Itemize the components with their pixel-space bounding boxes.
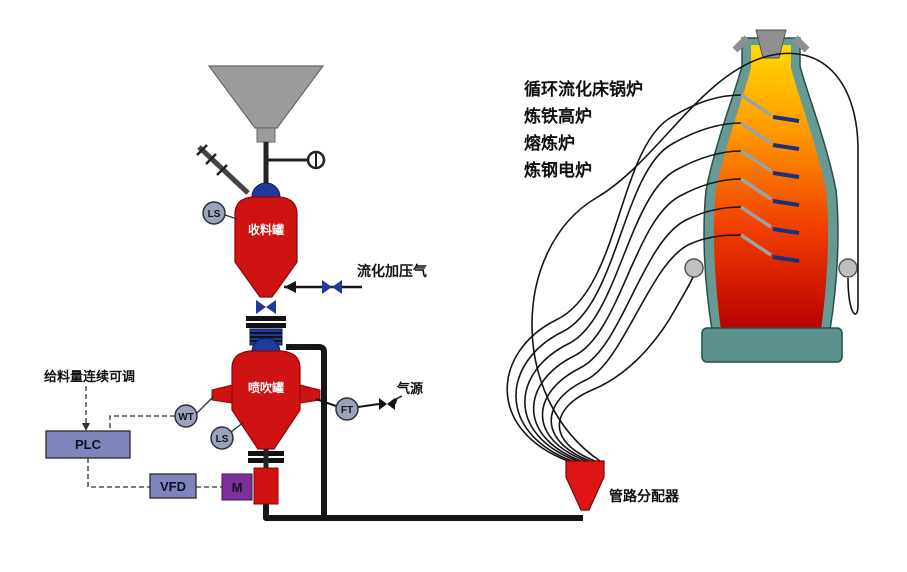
- flow-transmitter-icon: [335, 397, 359, 421]
- conveying-pipe-bundle: [506, 52, 859, 462]
- level-switch-lower-icon: [210, 426, 234, 450]
- application-item: 熔炼炉: [524, 133, 575, 153]
- nozzle-icon: [772, 143, 800, 151]
- nozzle-icon: [772, 171, 800, 179]
- flange-bar: [246, 323, 286, 328]
- gas-source-label: 气源: [397, 381, 423, 396]
- nozzle-icon: [772, 199, 800, 207]
- feed-note-label: 给料量连续可调: [44, 369, 135, 384]
- lance-icon: [740, 205, 772, 229]
- furnace-trunnion-right: [838, 258, 858, 278]
- dome-valve-top: [251, 182, 281, 198]
- feed-hopper: [207, 65, 325, 129]
- level-switch-upper-label: LS: [208, 209, 221, 220]
- furnace-hearth: [701, 327, 843, 363]
- receiving-tank: [234, 196, 298, 298]
- instrument-lead: [230, 421, 245, 433]
- level-switch-upper-icon: [202, 201, 226, 225]
- level-switch-lower-label: LS: [216, 434, 229, 445]
- conveying-pipe: [506, 94, 742, 462]
- weight-transmitter-label: WT: [178, 412, 194, 423]
- instruments: LS WT LS FT: [174, 201, 359, 450]
- signal-arrow-icon: [82, 423, 90, 431]
- lance-icon: [740, 93, 772, 117]
- furnace-interior: [713, 45, 829, 330]
- bowtie-valve-icon: [256, 300, 266, 314]
- bowtie-valve-icon: [322, 280, 332, 294]
- lance-icon: [740, 177, 772, 201]
- bowtie-valve-icon: [266, 300, 276, 314]
- vfd-box: [149, 473, 197, 499]
- fluidizing-gas-label: 流化加压气: [357, 263, 427, 279]
- conveying-pipe: [541, 206, 742, 462]
- nozzle-icon: [772, 227, 800, 235]
- tank-nozzle-left: [211, 384, 233, 404]
- plc-label: PLC: [75, 437, 102, 452]
- lance-icon: [740, 149, 772, 173]
- application-list: 循环流化床锅炉 炼铁高炉 熔炼炉 炼钢电炉: [524, 79, 643, 180]
- furnace-top-tab-left: [732, 35, 750, 53]
- conveying-pipe-wrap-right: [531, 52, 859, 462]
- application-item: 循环流化床锅炉: [524, 79, 643, 99]
- feeder-motor: [221, 473, 253, 501]
- flange-tick: [216, 164, 228, 176]
- hopper-neck: [256, 127, 276, 143]
- flow-transmitter-label: FT: [341, 405, 353, 416]
- application-item: 炼钢电炉: [524, 160, 592, 180]
- furnace-top-chute: [755, 29, 787, 59]
- nozzle-icon: [772, 115, 800, 123]
- instrument-lead: [224, 214, 238, 220]
- secondary-gas-line: [286, 344, 327, 518]
- conveying-pipe: [524, 150, 742, 462]
- feed-system: 收料罐 流化加压气 喷吹罐 气源: [196, 65, 427, 505]
- pipe-distributor: 管路分配器: [565, 460, 680, 511]
- dome-valve-top: [251, 337, 281, 353]
- control-signal: [109, 415, 175, 431]
- conveying-pipe: [515, 122, 742, 462]
- nozzle-icon: [772, 255, 800, 263]
- leader-arrow-icon: [389, 397, 398, 404]
- flange-bar: [246, 316, 286, 321]
- injection-lances: [740, 93, 772, 257]
- lance-icon: [740, 233, 772, 257]
- lance-nozzles: [772, 115, 800, 263]
- receiving-tank-label: 收料罐: [248, 222, 284, 237]
- conveying-pipe-wrap-left: [558, 276, 694, 462]
- flow-arrow-icon: [284, 281, 296, 293]
- flange-tick: [205, 153, 217, 165]
- motor-label: M: [232, 480, 243, 495]
- bowtie-valve-icon: [332, 280, 342, 294]
- lance-icon: [740, 121, 772, 145]
- furnace-trunnion-left: [684, 258, 704, 278]
- distributor-label: 管路分配器: [609, 488, 680, 504]
- injection-tank: [231, 350, 301, 450]
- distributor-body: [565, 460, 605, 511]
- main-conveying-line: [263, 504, 583, 521]
- injection-tank-label: 喷吹罐: [248, 380, 284, 395]
- rotary-feeder-body: [253, 467, 279, 505]
- application-item: 炼铁高炉: [524, 106, 592, 126]
- vfd-label: VFD: [160, 479, 186, 494]
- gas-line: [315, 398, 337, 407]
- control-signal: [87, 458, 150, 488]
- gas-line: [357, 403, 380, 408]
- globe-valve-icon: [379, 398, 387, 410]
- furnace: [684, 29, 858, 363]
- conveying-pipe: [550, 234, 742, 462]
- flange-tick: [196, 144, 208, 156]
- control-system: 给料量连续可调 PLC VFD: [44, 369, 222, 499]
- conveying-pipe: [532, 178, 742, 462]
- furnace-top-tab-right: [792, 35, 810, 53]
- instrument-lead: [196, 395, 215, 414]
